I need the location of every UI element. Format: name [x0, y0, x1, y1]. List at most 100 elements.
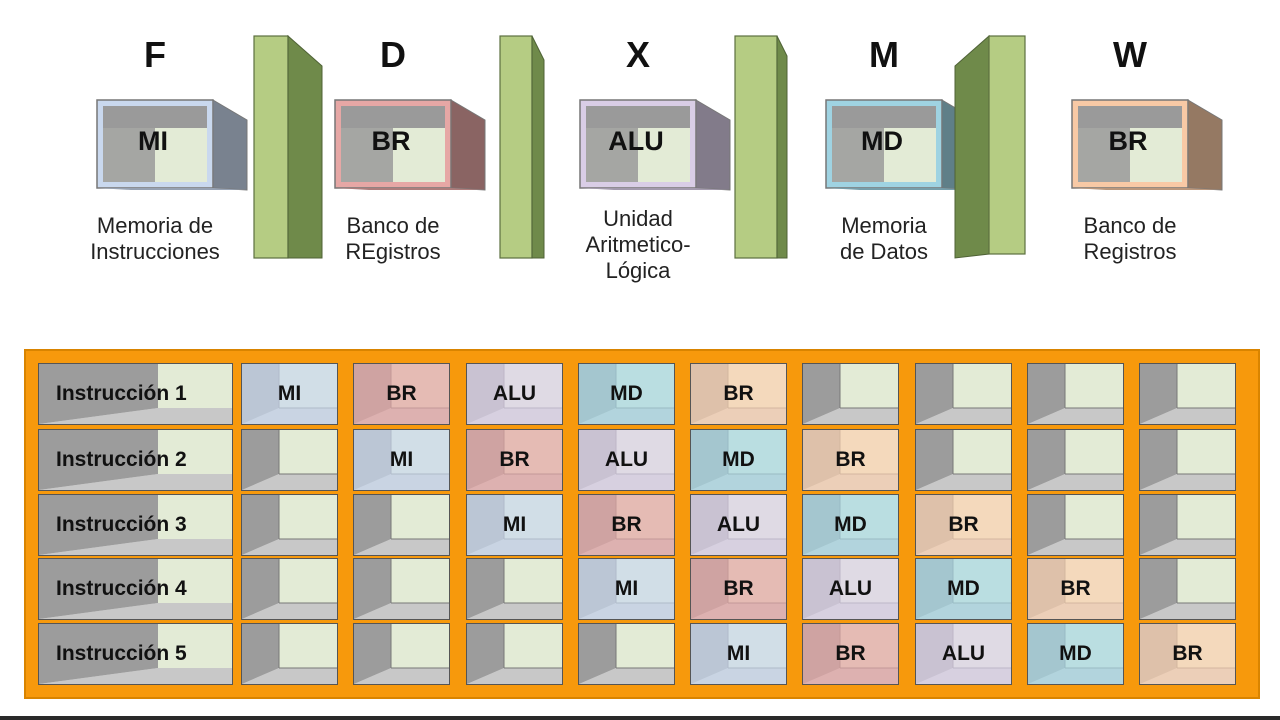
stage-unit-box: ALU	[578, 98, 731, 191]
pipeline-cell-mi: MI	[353, 429, 450, 491]
pipeline-cell-empty	[241, 494, 338, 556]
pipeline-cell-label: BR	[723, 577, 754, 600]
instruction-label: Instrucción 3	[56, 513, 187, 536]
pipeline-register-latch	[253, 34, 323, 259]
stage-caption-line: Memoria	[841, 213, 927, 238]
pipeline-cell-label: BR	[835, 642, 866, 665]
pipeline-cell-empty	[353, 558, 450, 620]
pipeline-cell-label: MI	[502, 513, 527, 536]
stage-unit-box: MD	[824, 98, 977, 191]
pipeline-cell-alu: ALU	[578, 429, 675, 491]
pipeline-cell-label: MI	[726, 642, 751, 665]
pipeline-cell-label: BR	[1060, 577, 1091, 600]
pipeline-cell-br: BR	[802, 623, 899, 685]
stage-caption-line: Banco de	[1083, 213, 1177, 238]
stage-caption-line: Instrucciones	[90, 239, 220, 264]
pipeline-cell-br: BR	[466, 429, 563, 491]
pipeline-cell-md: MD	[802, 494, 899, 556]
pipeline-register-latch	[954, 34, 1026, 259]
stage-letter: M	[869, 34, 899, 75]
stage-caption-line: de Datos	[839, 239, 929, 264]
pipeline-cell-empty	[466, 623, 563, 685]
pipeline-cell-mi: MI	[241, 363, 338, 425]
pipeline-register-latch	[499, 35, 545, 259]
pipeline-cell-br: BR	[690, 363, 787, 425]
pipeline-cell-label: BR	[611, 513, 642, 536]
stage-caption-line: Registros	[1083, 239, 1177, 264]
pipeline-cell-label: ALU	[604, 448, 649, 471]
pipeline-cell-empty	[578, 623, 675, 685]
instruction-row-header: Instrucción 3	[38, 494, 233, 556]
pipeline-cell-empty	[1027, 494, 1124, 556]
instruction-label: Instrucción 2	[56, 448, 187, 471]
pipeline-cell-label: BR	[835, 448, 866, 471]
stage-letter: F	[144, 34, 166, 75]
stage-letter: W	[1113, 34, 1147, 75]
instruction-label: Instrucción 4	[56, 577, 187, 600]
pipeline-cell-label: ALU	[828, 577, 873, 600]
pipeline-cell-alu: ALU	[690, 494, 787, 556]
pipeline-cell-mi: MI	[466, 494, 563, 556]
pipeline-cell-empty	[1139, 494, 1236, 556]
pipeline-cell-empty	[1139, 429, 1236, 491]
instruction-label: Instrucción 5	[56, 642, 187, 665]
pipeline-cell-label: BR	[1172, 642, 1203, 665]
instruction-label: Instrucción 1	[56, 382, 187, 405]
pipeline-cell-label: ALU	[716, 513, 761, 536]
pipeline-cell-empty	[802, 363, 899, 425]
pipeline-cell-alu: ALU	[466, 363, 563, 425]
pipeline-cell-label: MI	[277, 382, 302, 405]
stage-caption-line: Aritmetico-	[585, 232, 691, 257]
pipeline-cell-empty	[1027, 429, 1124, 491]
pipeline-cell-empty	[353, 623, 450, 685]
pipeline-cell-label: ALU	[492, 382, 537, 405]
pipeline-cell-empty	[1139, 558, 1236, 620]
pipeline-register-latch	[734, 35, 788, 259]
pipeline-cell-label: MD	[610, 382, 643, 405]
pipeline-cell-br: BR	[802, 429, 899, 491]
stage-caption-line: REgistros	[345, 239, 441, 264]
pipeline-cell-empty	[915, 363, 1012, 425]
pipeline-cell-label: MD	[1059, 642, 1092, 665]
pipeline-cell-mi: MI	[690, 623, 787, 685]
bottom-divider	[0, 716, 1280, 720]
pipeline-cell-md: MD	[578, 363, 675, 425]
pipeline-cell-md: MD	[1027, 623, 1124, 685]
stage-unit-box: MI	[95, 98, 248, 191]
stage-unit-label: MD	[861, 126, 903, 156]
stage-caption-line: Lógica	[605, 258, 671, 283]
stage-unit-box: BR	[1070, 98, 1223, 191]
pipeline-cell-empty	[1139, 363, 1236, 425]
pipeline-cell-label: MD	[834, 513, 867, 536]
instruction-row-header: Instrucción 4	[38, 558, 233, 620]
pipeline-cell-br: BR	[578, 494, 675, 556]
pipeline-cell-empty	[241, 623, 338, 685]
stage-caption-line: Banco de	[346, 213, 440, 238]
stage-caption-line: Unidad	[603, 206, 673, 231]
pipeline-cell-alu: ALU	[915, 623, 1012, 685]
stage-unit-label: MI	[138, 126, 168, 156]
pipeline-cell-label: MD	[722, 448, 755, 471]
pipeline-cell-empty	[466, 558, 563, 620]
pipeline-cell-label: MD	[947, 577, 980, 600]
pipeline-cell-br: BR	[690, 558, 787, 620]
pipeline-cell-label: ALU	[941, 642, 986, 665]
pipeline-cell-empty	[353, 494, 450, 556]
pipeline-cell-br: BR	[1139, 623, 1236, 685]
pipeline-cell-label: BR	[499, 448, 530, 471]
instruction-row-header: Instrucción 2	[38, 429, 233, 491]
stage-unit-label: ALU	[608, 126, 664, 156]
stage-unit-label: BR	[371, 126, 411, 156]
pipeline-cell-label: MI	[614, 577, 639, 600]
pipeline-cell-md: MD	[915, 558, 1012, 620]
pipeline-cell-empty	[241, 429, 338, 491]
stage-letter: D	[380, 34, 406, 75]
stage-unit-label: BR	[1108, 126, 1148, 156]
pipeline-cell-empty	[1027, 363, 1124, 425]
pipeline-cell-label: MI	[389, 448, 414, 471]
pipeline-cell-br: BR	[915, 494, 1012, 556]
